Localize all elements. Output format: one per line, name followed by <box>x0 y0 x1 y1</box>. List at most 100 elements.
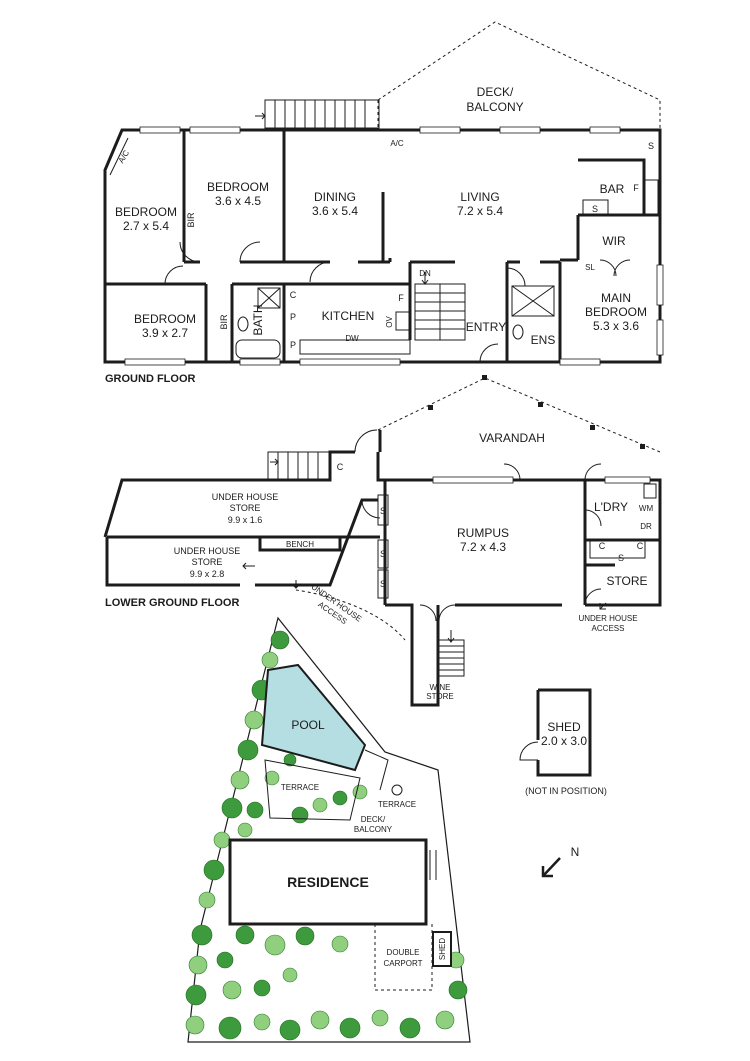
p-label-2: P <box>290 340 296 350</box>
f-label-2: F <box>633 183 639 193</box>
under-access-2-label-2: ACCESS <box>592 624 625 633</box>
ground-floor-heading: GROUND FLOOR <box>105 373 195 385</box>
deck-stairs <box>255 99 380 129</box>
dining-label: DINING <box>314 190 356 204</box>
entry-label: ENTRY <box>466 320 506 334</box>
s-label-1: S <box>380 506 386 516</box>
bedroom-2-size: 3.6 x 4.5 <box>215 194 261 208</box>
wine-store-label-2: STORE <box>426 692 453 701</box>
ground-doors <box>164 241 631 363</box>
wm-label: WM <box>639 504 654 513</box>
ov-label: OV <box>385 316 394 328</box>
lower-floor-heading: LOWER GROUND FLOOR <box>105 597 239 609</box>
residence-label: RESIDENCE <box>287 874 369 890</box>
toilet <box>237 316 249 332</box>
pool-shape <box>260 663 367 772</box>
bath-tub <box>235 339 281 359</box>
dining-size: 3.6 x 5.4 <box>312 204 358 218</box>
under-access-2-label-1: UNDER HOUSE <box>578 614 637 623</box>
bedroom-3-size: 3.9 x 2.7 <box>142 326 188 340</box>
terrace-1-label: TERRACE <box>281 783 319 792</box>
oven <box>395 311 411 331</box>
main-bedroom-label-2: BEDROOM <box>585 305 647 319</box>
ground-windows <box>124 126 664 366</box>
shed-note: (NOT IN POSITION) <box>525 786 607 796</box>
kitchen-bench <box>299 339 411 355</box>
p-label-1: P <box>290 312 296 322</box>
bedroom-2-label: BEDROOM <box>207 180 269 194</box>
north-label: N <box>571 845 580 859</box>
site-shed-block <box>432 931 452 967</box>
side-stairs <box>429 850 437 880</box>
site-shed-label: SHED <box>438 938 447 960</box>
c-label-1: C <box>337 462 344 472</box>
store-label: STORE <box>606 574 647 588</box>
terrace-steps <box>364 749 389 791</box>
c-label-2: C <box>599 541 606 551</box>
terrace-2-label: TERRACE <box>378 800 416 809</box>
store-1-label-2: STORE <box>230 503 261 513</box>
varandah-label: VARANDAH <box>479 431 545 445</box>
living-label: LIVING <box>460 190 499 204</box>
shelf-2 <box>377 539 389 569</box>
rumpus-size: 7.2 x 4.3 <box>460 540 506 554</box>
shelf-1 <box>377 494 389 526</box>
wine-store-stairs <box>437 630 465 677</box>
store-access-arrow-2 <box>599 602 607 610</box>
wir-label: WIR <box>602 234 626 248</box>
pool-label: POOL <box>291 718 325 732</box>
dn-label: DN <box>419 269 431 278</box>
bath-label: BATH <box>251 304 265 335</box>
garden-trees <box>185 630 468 1041</box>
store-1-label-1: UNDER HOUSE <box>212 492 279 502</box>
main-bedroom-size: 5.3 x 3.6 <box>593 319 639 333</box>
carport-label-2: CARPORT <box>384 959 423 968</box>
dr-label: DR <box>640 522 652 531</box>
shelf-3 <box>377 569 389 599</box>
bar-fridge <box>643 179 659 215</box>
lower-stairs <box>267 451 331 481</box>
access-path <box>295 589 406 641</box>
deck-outline <box>377 21 661 128</box>
deck-label-1: DECK/ <box>477 85 514 99</box>
site-boundary <box>187 616 471 1043</box>
dw-label: DW <box>345 334 359 343</box>
site-plan: POOL TERRACE TERRACE DECK/ BALCONY RESID… <box>185 616 471 1043</box>
deck-label-2: BALCONY <box>466 100 523 114</box>
living-size: 7.2 x 5.4 <box>457 204 503 218</box>
bench-label: BENCH <box>286 540 314 549</box>
bar-sink <box>582 199 609 216</box>
terrace-1-area <box>264 759 361 821</box>
bedroom-1-size: 2.7 x 5.4 <box>123 219 169 233</box>
s-label-4: S <box>618 553 624 563</box>
c-label: C <box>290 290 297 300</box>
bar-label: BAR <box>600 182 625 196</box>
shed-label: SHED <box>547 720 581 734</box>
ac-label-2: A/C <box>390 139 404 148</box>
carport-outline <box>374 924 433 991</box>
shed-size: 2.0 x 3.0 <box>541 734 587 748</box>
rumpus-label: RUMPUS <box>457 526 509 540</box>
main-bedroom-label-1: MAIN <box>601 291 631 305</box>
s-label-3: S <box>380 579 386 589</box>
carport-label-1: DOUBLE <box>387 948 420 957</box>
shower <box>257 287 281 309</box>
shed-plan: SHED 2.0 x 3.0 (NOT IN POSITION) <box>519 688 607 796</box>
ground-floor: DECK/ BALCONY BEDROOM 2.7 x 5.4 BEDROOM … <box>103 21 664 385</box>
s-label-2: S <box>380 549 386 559</box>
bir-2-label: BIR <box>219 314 229 330</box>
lower-doors <box>354 429 602 622</box>
bbq-icon <box>391 784 403 796</box>
entry-stairs <box>414 272 466 341</box>
ens-label: ENS <box>531 333 556 347</box>
store-2-size: 9.9 x 2.8 <box>190 569 225 579</box>
washing-machine <box>643 483 657 499</box>
bedroom-3-label: BEDROOM <box>134 312 196 326</box>
bedroom-ac-unit <box>104 129 129 176</box>
ensuite-toilet <box>512 324 524 340</box>
lower-ground-floor: VARANDAH UNDER HOUSE STORE 9.9 x 1.6 UND… <box>103 375 662 707</box>
ldry-window <box>604 476 651 484</box>
store-2-label-1: UNDER HOUSE <box>174 546 241 556</box>
store-access-arrow <box>242 562 255 570</box>
s-label-2: S <box>592 204 598 214</box>
